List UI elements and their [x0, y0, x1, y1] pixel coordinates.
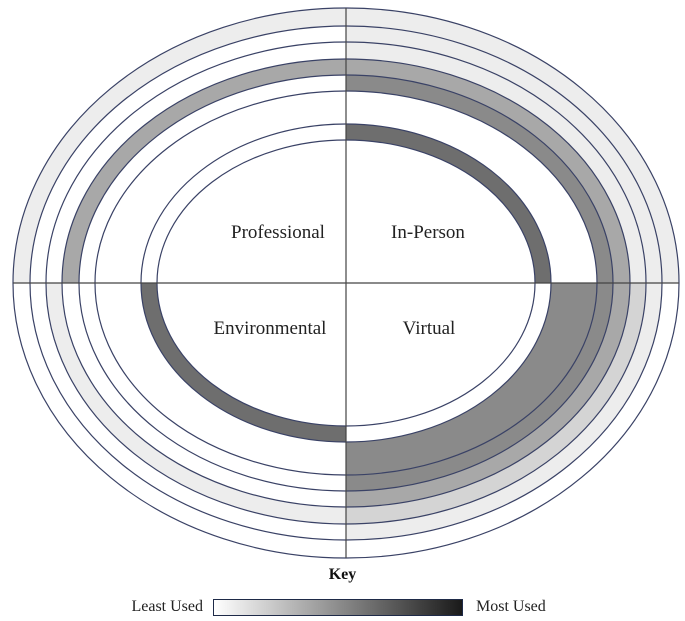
key-most-used-label: Most Used: [476, 598, 546, 615]
band-top-right-ring-1: [346, 8, 679, 283]
band-top-right-ring-4: [346, 59, 630, 283]
quadrant-label-professional: Professional: [231, 222, 325, 243]
band-top-right-ring-2: [346, 26, 662, 283]
band-top-left-ring-1: [13, 8, 346, 283]
band-bottom-right-ring-6: [346, 283, 597, 475]
band-top-left-ring-4: [62, 59, 346, 283]
band-bottom-left-ring-7: [141, 283, 346, 442]
key-least-used-label: Least Used: [131, 598, 203, 615]
quadrant-label-virtual: Virtual: [403, 318, 456, 339]
quadrant-label-environmental: Environmental: [214, 318, 327, 339]
usage-ring-diagram: Professional In-Person Environmental Vir…: [12, 7, 680, 559]
key-title: Key: [328, 566, 357, 583]
key-gradient-bar: [213, 599, 463, 616]
band-bottom-right-ring-5: [346, 283, 613, 491]
band-bottom-right-ring-2: [346, 283, 662, 540]
band-top-right-ring-5: [346, 75, 613, 283]
quadrant-label-in-person: In-Person: [391, 222, 465, 243]
key-legend: Least Used Most Used: [0, 597, 685, 621]
band-bottom-right-ring-4: [346, 283, 630, 507]
band-top-right-ring-7: [346, 124, 551, 283]
